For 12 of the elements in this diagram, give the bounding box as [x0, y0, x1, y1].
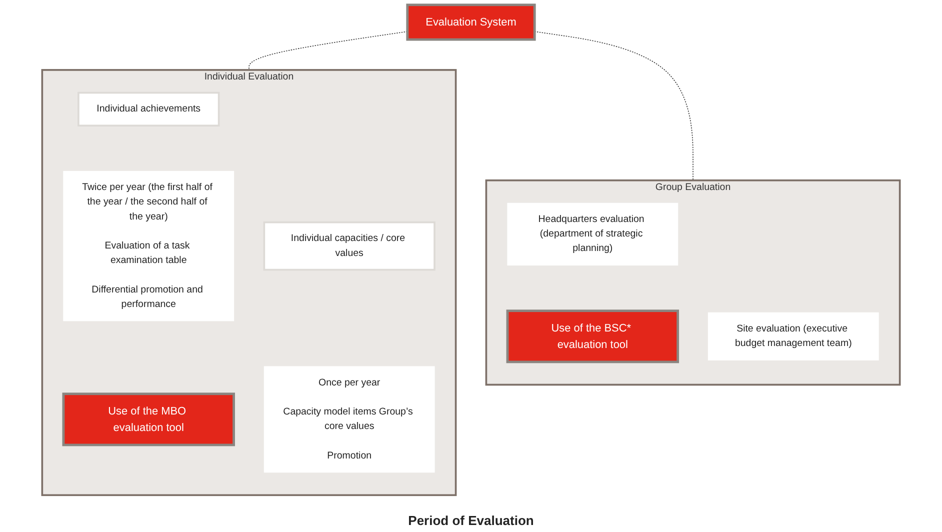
node-box: Headquarters evaluation (department of strategic planning)	[507, 202, 678, 266]
node-box: Individual achievements	[78, 92, 220, 127]
node-box: Once per year Capacity model items Group’s core values Promotion	[264, 366, 435, 473]
node-box: Evaluation System	[406, 4, 536, 41]
side-note: Period of Evaluation	[408, 513, 534, 528]
connector	[248, 31, 408, 70]
node-box: Site evaluation (executive budget management team)	[708, 312, 879, 360]
node-box: Individual capacities / core values	[263, 221, 436, 271]
node-box: Twice per year (the first half of the year / the second half of the year) Evaluation of a task examination table Differential promotion and performance	[63, 170, 234, 322]
node-box: Use of the BSC* evaluation tool	[506, 310, 680, 364]
connector	[534, 31, 694, 181]
node-box: Use of the MBO evaluation tool	[62, 392, 235, 446]
